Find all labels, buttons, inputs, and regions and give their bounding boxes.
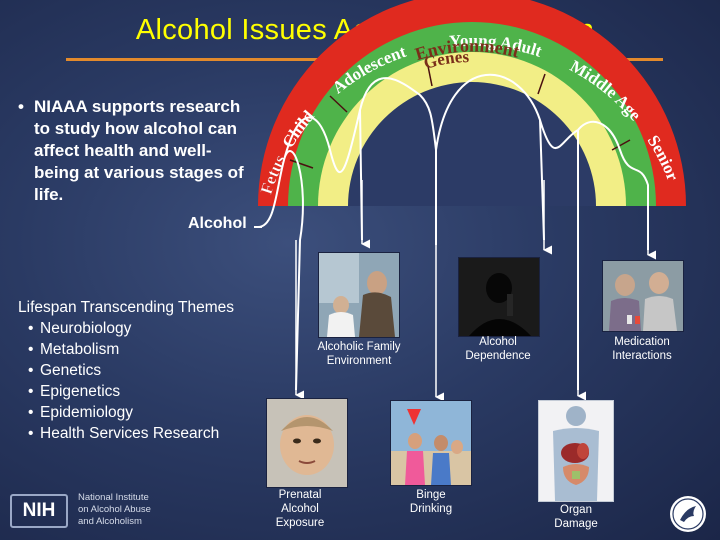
binge-photo — [390, 400, 472, 486]
theme-item: Epigenetics — [28, 381, 234, 402]
nih-name-line: and Alcoholism — [78, 516, 142, 527]
theme-item: Neurobiology — [28, 318, 234, 339]
organ-photo — [538, 400, 614, 502]
theme-item: Health Services Research — [28, 423, 234, 444]
caption-organ: Organ Damage — [554, 504, 598, 530]
theme-item: Epidemiology — [28, 402, 234, 423]
stage-divider — [427, 65, 433, 87]
intro-text: NIAAA supports research to study how alc… — [34, 97, 244, 204]
caption-family: Alcoholic Family Environment — [317, 341, 401, 367]
caption-prenatal: Prenatal Alcohol Exposure — [275, 489, 325, 529]
arc-inner — [348, 82, 596, 206]
family-photo — [318, 252, 400, 338]
themes-block: Lifespan Transcending Themes Neurobiolog… — [18, 297, 234, 444]
themes-heading: Lifespan Transcending Themes — [18, 299, 234, 316]
themes-list: Neurobiology Metabolism Genetics Epigene… — [18, 318, 234, 444]
intro-bullet: • — [18, 97, 24, 116]
nih-institute-name: National Institute on Alcohol Abuse and … — [78, 492, 151, 528]
dependence-photo — [458, 257, 540, 337]
nih-name-line: on Alcohol Abuse — [78, 504, 151, 515]
nih-name-line: National Institute — [78, 492, 149, 503]
nih-logo: NIH National Institute on Alcohol Abuse … — [8, 490, 168, 534]
stage-dividers — [289, 65, 631, 169]
theme-item: Genetics — [28, 360, 234, 381]
medication-photo — [602, 260, 684, 332]
stage-divider — [537, 73, 546, 95]
caption-dependence: Alcohol Dependence — [465, 336, 531, 362]
hhs-seal-icon — [670, 496, 706, 532]
stage-divider — [611, 139, 631, 151]
nih-mark: NIH — [10, 494, 68, 528]
theme-item: Metabolism — [28, 339, 234, 360]
caption-binge: Binge Drinking — [409, 489, 453, 515]
caption-medication: Medication Interactions — [612, 336, 672, 362]
alcohol-label: Alcohol — [188, 215, 247, 232]
alcohol-wave-line — [257, 73, 649, 391]
intro-bullet-block: • NIAAA supports research to study how a… — [18, 96, 248, 206]
stage-divider — [329, 95, 348, 113]
stage-divider — [289, 159, 314, 169]
prenatal-photo — [266, 398, 348, 488]
